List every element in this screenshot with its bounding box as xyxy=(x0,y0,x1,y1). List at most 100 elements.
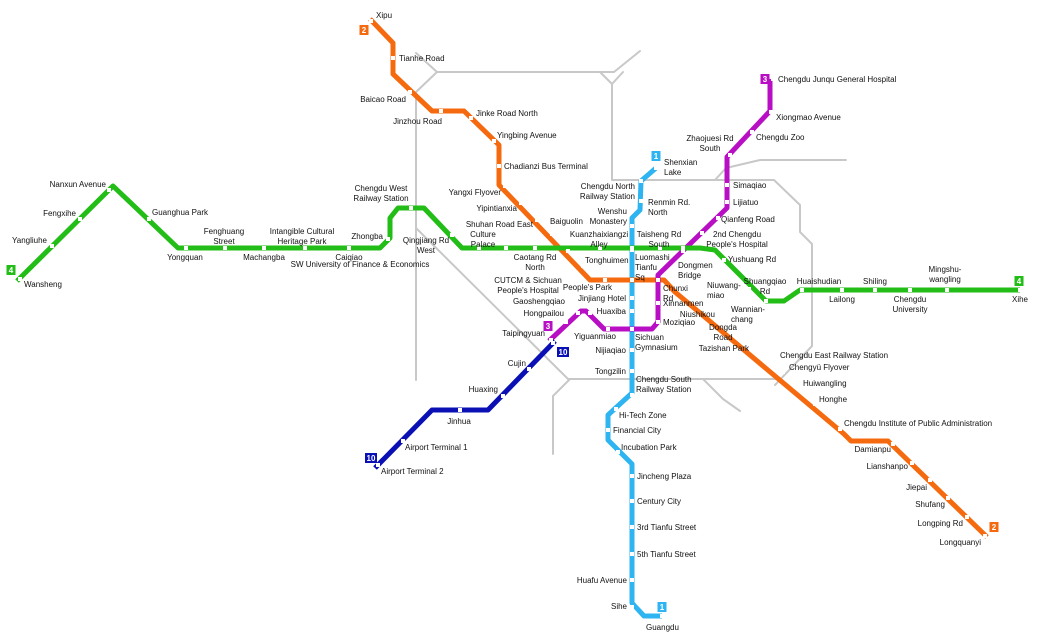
station-marker[interactable] xyxy=(747,287,751,291)
station-label[interactable]: Baicao Road xyxy=(360,95,406,104)
station-marker[interactable] xyxy=(781,370,785,374)
station-marker[interactable] xyxy=(630,348,634,352)
station-marker[interactable] xyxy=(576,311,580,315)
station-marker[interactable] xyxy=(928,478,932,482)
station-label[interactable]: Honghe xyxy=(819,395,848,404)
station-marker[interactable] xyxy=(715,309,719,313)
station-marker[interactable] xyxy=(504,246,508,250)
station-marker[interactable] xyxy=(535,218,539,222)
station-marker[interactable] xyxy=(630,369,634,373)
station-label[interactable]: Fengxihe xyxy=(43,209,76,218)
station-label[interactable]: Mingshu-wangling xyxy=(928,265,962,284)
station-marker[interactable] xyxy=(501,394,505,398)
station-marker[interactable] xyxy=(946,496,950,500)
station-marker[interactable] xyxy=(450,233,454,237)
station-marker[interactable] xyxy=(630,246,634,250)
station-label[interactable]: SW University of Finance & Economics xyxy=(291,260,430,269)
station-label[interactable]: Huafu Avenue xyxy=(577,576,628,585)
station-label[interactable]: Lianshanpo xyxy=(867,462,909,471)
station-label[interactable]: Xinnanmen xyxy=(663,299,703,308)
station-label[interactable]: Financial City xyxy=(613,426,661,435)
station-label[interactable]: Jinke Road North xyxy=(476,109,538,118)
station-marker[interactable] xyxy=(588,311,592,315)
station-marker[interactable] xyxy=(725,200,729,204)
station-marker[interactable] xyxy=(656,320,660,324)
station-label[interactable]: Yushuang Rd xyxy=(728,255,776,264)
station-marker[interactable] xyxy=(303,246,307,250)
station-marker[interactable] xyxy=(630,578,634,582)
station-label[interactable]: Niuwang-miao xyxy=(707,281,741,300)
station-label[interactable]: Hi-Tech Zone xyxy=(619,411,667,420)
station-label[interactable]: Huaishudian xyxy=(797,277,841,286)
station-marker[interactable] xyxy=(630,278,634,282)
station-marker[interactable] xyxy=(945,288,949,292)
station-label[interactable]: Yiguanmiao xyxy=(574,332,617,341)
station-marker[interactable] xyxy=(549,338,553,342)
station-label[interactable]: Yangxi Flyover xyxy=(449,188,502,197)
station-marker[interactable] xyxy=(681,246,685,250)
station-marker[interactable] xyxy=(603,278,607,282)
station-label[interactable]: Nijiaqiao xyxy=(595,346,626,355)
station-marker[interactable] xyxy=(700,231,704,235)
station-label[interactable]: Shufang xyxy=(915,500,945,509)
station-marker[interactable] xyxy=(910,461,914,465)
station-marker[interactable] xyxy=(551,341,555,345)
station-marker[interactable] xyxy=(639,179,643,183)
station-label[interactable]: Century City xyxy=(637,497,681,506)
station-label[interactable]: People's Park xyxy=(563,283,613,292)
station-label[interactable]: Sihe xyxy=(611,602,628,611)
station-marker[interactable] xyxy=(813,402,817,406)
station-label[interactable]: Yingbing Avenue xyxy=(497,131,557,140)
station-marker[interactable] xyxy=(147,217,151,221)
station-marker[interactable] xyxy=(908,288,912,292)
station-marker[interactable] xyxy=(262,246,266,250)
station-label[interactable]: Longping Rd xyxy=(918,519,963,528)
station-marker[interactable] xyxy=(760,345,764,349)
station-label[interactable]: Huaxiba xyxy=(597,307,627,316)
station-marker[interactable] xyxy=(660,614,664,618)
station-label[interactable]: Jincheng Plaza xyxy=(637,472,692,481)
station-label[interactable]: Lailong xyxy=(829,295,855,304)
station-marker[interactable] xyxy=(376,463,380,467)
station-marker[interactable] xyxy=(614,407,618,411)
station-marker[interactable] xyxy=(630,499,634,503)
station-marker[interactable] xyxy=(750,130,754,134)
station-marker[interactable] xyxy=(771,77,775,81)
station-label[interactable]: Caiqiao xyxy=(335,253,363,262)
station-label[interactable]: Chengdu Institute of Public Administrati… xyxy=(844,419,992,428)
station-label[interactable]: Longquanyi xyxy=(940,538,982,547)
station-marker[interactable] xyxy=(50,244,54,248)
station-marker[interactable] xyxy=(18,277,22,281)
station-marker[interactable] xyxy=(564,320,568,324)
station-label[interactable]: Moziqiao xyxy=(663,318,696,327)
metro-line-2[interactable] xyxy=(368,17,989,539)
station-marker[interactable] xyxy=(769,110,773,114)
station-marker[interactable] xyxy=(722,258,726,262)
station-label[interactable]: Tongzilin xyxy=(595,367,626,376)
station-marker[interactable] xyxy=(656,301,660,305)
station-marker[interactable] xyxy=(458,408,462,412)
station-marker[interactable] xyxy=(477,246,481,250)
station-marker[interactable] xyxy=(401,439,405,443)
station-marker[interactable] xyxy=(408,90,412,94)
station-marker[interactable] xyxy=(891,442,895,446)
station-label[interactable]: Jiepai xyxy=(906,483,927,492)
station-marker[interactable] xyxy=(745,336,749,340)
station-marker[interactable] xyxy=(566,249,570,253)
station-marker[interactable] xyxy=(840,288,844,292)
station-marker[interactable] xyxy=(630,224,634,228)
station-label[interactable]: 3rd Tianfu Street xyxy=(637,523,697,532)
station-label[interactable]: Guangdu xyxy=(646,623,679,632)
station-marker[interactable] xyxy=(702,292,706,296)
station-label[interactable]: Xiongmao Avenue xyxy=(776,113,841,122)
station-marker[interactable] xyxy=(630,474,634,478)
